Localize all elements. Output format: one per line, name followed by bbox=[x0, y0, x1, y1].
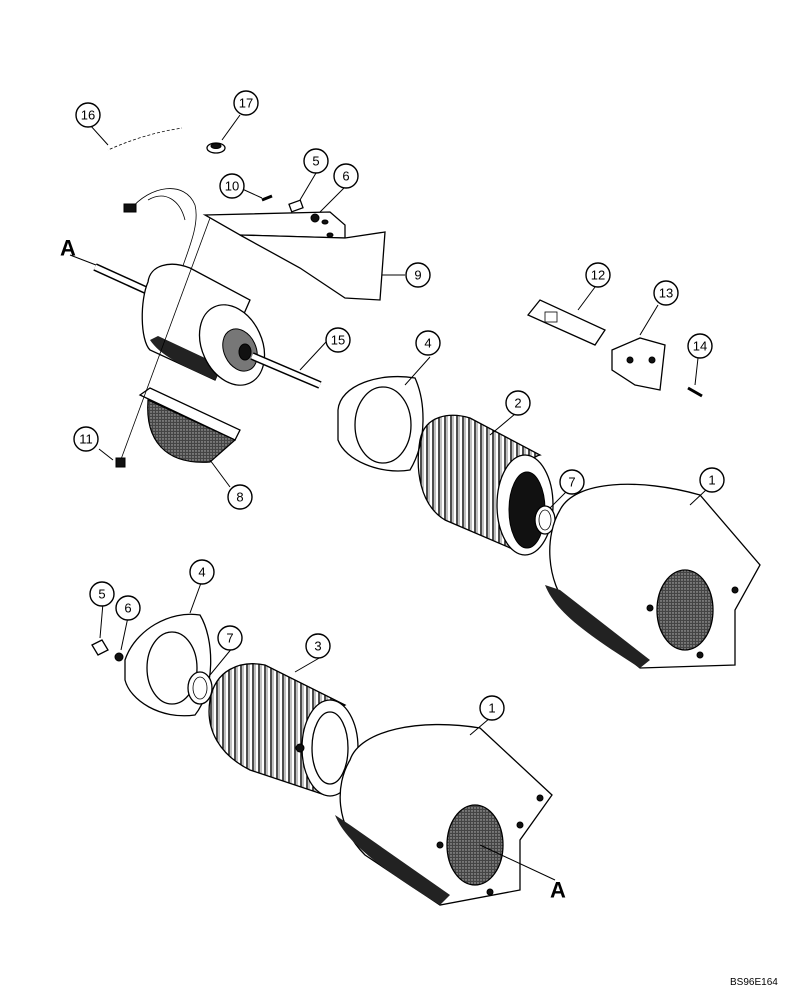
callout-label: 1 bbox=[708, 473, 715, 488]
callout-label: 6 bbox=[124, 601, 131, 616]
callout-7-top: 7 bbox=[559, 469, 585, 495]
callout-1-bottom: 1 bbox=[479, 695, 505, 721]
callout-9: 9 bbox=[405, 262, 431, 288]
mounting-plates bbox=[526, 299, 703, 398]
blower-housing-top bbox=[545, 483, 761, 669]
blower-wheel-bottom bbox=[208, 663, 359, 797]
adapter-ring-top bbox=[337, 375, 424, 472]
callout-label: 13 bbox=[659, 286, 673, 301]
callout-13: 13 bbox=[653, 280, 679, 306]
callout-4-bottom: 4 bbox=[189, 559, 215, 585]
callout-label: 7 bbox=[226, 631, 233, 646]
motor-shield bbox=[119, 217, 241, 463]
callout-10: 10 bbox=[219, 173, 245, 199]
blower-wheel-top bbox=[417, 414, 554, 556]
callout-label: 1 bbox=[488, 701, 495, 716]
callout-7-bottom: 7 bbox=[217, 625, 243, 651]
callout-3: 3 bbox=[305, 633, 331, 659]
callout-label: 8 bbox=[236, 490, 243, 505]
callout-6-bottom: 6 bbox=[115, 595, 141, 621]
callout-12: 12 bbox=[585, 262, 611, 288]
callout-label: 2 bbox=[514, 396, 521, 411]
callout-label: 4 bbox=[424, 336, 431, 351]
callout-label: 7 bbox=[568, 475, 575, 490]
callout-5-bottom: 5 bbox=[89, 581, 115, 607]
leader-lines bbox=[69, 114, 707, 881]
figure-code: BS96E164 bbox=[730, 977, 778, 988]
callout-label: 3 bbox=[314, 639, 321, 654]
callout-11: 11 bbox=[73, 426, 99, 452]
callout-label: 16 bbox=[81, 108, 95, 123]
callout-label: 5 bbox=[312, 154, 319, 169]
callout-label: 11 bbox=[79, 432, 93, 447]
motor-bracket bbox=[202, 211, 386, 301]
callout-5-top: 5 bbox=[303, 148, 329, 174]
wire-harness bbox=[107, 126, 197, 281]
callout-2: 2 bbox=[505, 390, 531, 416]
screw-top bbox=[261, 194, 320, 223]
callout-label: 12 bbox=[591, 268, 605, 283]
callout-14: 14 bbox=[687, 333, 713, 359]
blower-housing-bottom bbox=[335, 723, 553, 906]
callout-17: 17 bbox=[233, 90, 259, 116]
callout-15: 15 bbox=[325, 327, 351, 353]
blower-motor bbox=[93, 263, 322, 389]
reference-letter-a-bottom: A bbox=[550, 878, 566, 903]
callout-label: 5 bbox=[98, 587, 105, 602]
callout-8: 8 bbox=[227, 484, 253, 510]
callout-label: 15 bbox=[331, 333, 345, 348]
callout-1-top: 1 bbox=[699, 467, 725, 493]
clamp-bottom bbox=[187, 671, 213, 705]
callout-label: 14 bbox=[693, 339, 707, 354]
grommet bbox=[206, 142, 226, 154]
callout-16: 16 bbox=[75, 102, 101, 128]
reference-letter-a-top: A bbox=[60, 236, 76, 261]
callout-label: 9 bbox=[414, 268, 421, 283]
callout-label: 10 bbox=[225, 179, 239, 194]
callout-label: 6 bbox=[342, 169, 349, 184]
callout-label: 17 bbox=[239, 96, 253, 111]
callout-6-top: 6 bbox=[333, 163, 359, 189]
screw-bottom bbox=[91, 639, 124, 662]
nut bbox=[115, 457, 126, 468]
callout-label: 4 bbox=[198, 565, 205, 580]
callout-4-top: 4 bbox=[415, 330, 441, 356]
